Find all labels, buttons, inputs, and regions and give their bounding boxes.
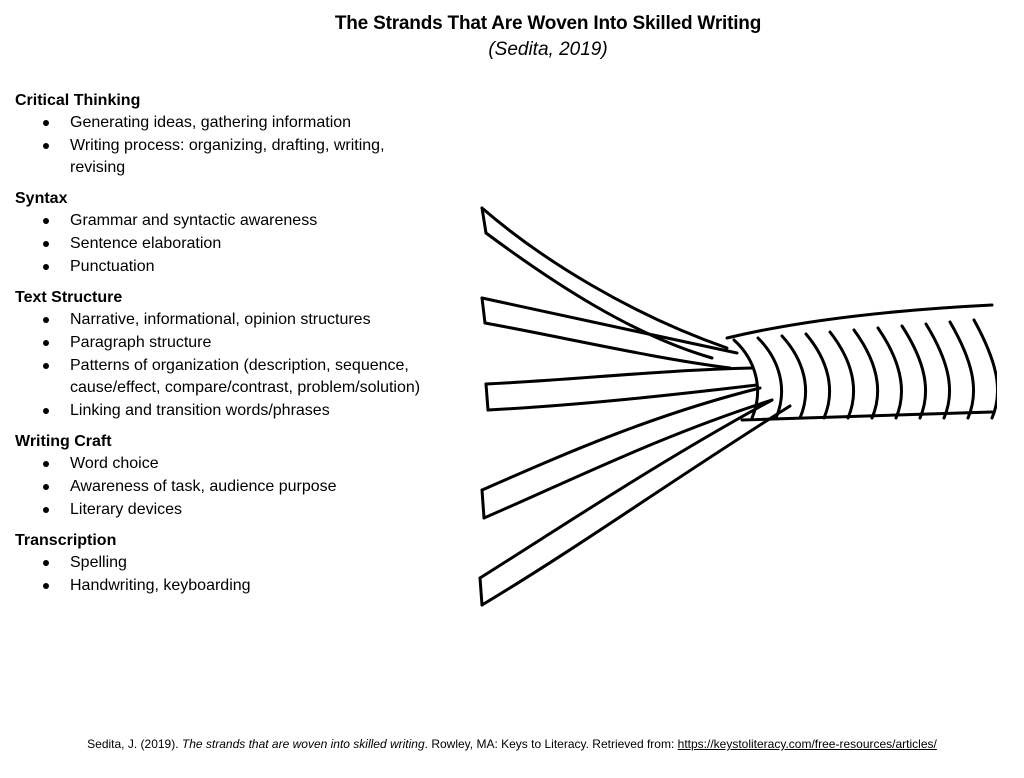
citation-work-title: The strands that are woven into skilled …: [181, 737, 425, 751]
rope-twist-line: [852, 328, 880, 420]
list-item: Punctuation: [15, 256, 435, 278]
list-item: Paragraph structure: [15, 332, 435, 354]
list-item-text: Generating ideas, gathering information: [70, 114, 352, 131]
list-item-text: Spelling: [70, 554, 127, 571]
list-item: Word choice: [15, 453, 435, 475]
rope-twist-line: [828, 330, 856, 420]
rope-strand-3-line: [486, 383, 759, 412]
rope-strand-5-line: [480, 404, 792, 607]
bullet-icon: [43, 583, 49, 589]
rope-twist-line: [924, 322, 951, 420]
list-item: Generating ideas, gathering information: [15, 112, 435, 134]
bullet-icon: [43, 218, 49, 224]
rope-top-edge: [725, 303, 994, 340]
rope-strand-4-line: [482, 398, 774, 520]
bullet-icon: [43, 241, 49, 247]
rope-strand-2-line: [480, 296, 487, 325]
list-item-text: Word choice: [70, 455, 159, 472]
bullet-icon: [43, 363, 49, 369]
list-item-text: Handwriting, keyboarding: [70, 577, 251, 594]
list-item-text: Narrative, informational, opinion struct…: [70, 311, 371, 328]
bullet-icon: [43, 120, 49, 126]
section-heading: Transcription: [15, 532, 117, 549]
list-item-text: Sentence elaboration: [70, 235, 222, 252]
section-heading: Text Structure: [15, 289, 123, 306]
list-item: Awareness of task, audience purpose: [15, 476, 435, 498]
list-item: Spelling: [15, 552, 435, 574]
rope-twist-line: [804, 332, 832, 420]
rope-strand-1-line: [484, 231, 714, 360]
list-item-text: Linking and transition words/phrases: [70, 402, 330, 419]
list-item: Literary devices: [15, 499, 435, 521]
citation-link[interactable]: https://keystoliteracy.com/free-resource…: [677, 737, 937, 751]
list-item-text: Patterns of organization (description, s…: [70, 357, 421, 396]
page-title: The Strands That Are Woven Into Skilled …: [334, 13, 762, 34]
rope-twist-line: [876, 326, 903, 420]
rope-strand-2-line: [483, 321, 732, 370]
rope-strand-5-line: [478, 576, 484, 607]
bullet-list: Narrative, informational, opinion struct…: [15, 309, 435, 422]
list-item: Writing process: organizing, drafting, w…: [15, 135, 435, 179]
rope-strand-1-line: [480, 206, 488, 235]
bullet-icon: [43, 560, 49, 566]
list-item-text: Punctuation: [70, 258, 155, 275]
section-heading: Syntax: [15, 190, 68, 207]
citation-suffix: . Rowley, MA: Keys to Literacy. Retrieve…: [424, 737, 678, 751]
rope-strand-4-line: [480, 386, 762, 492]
rope-illustration: [478, 206, 997, 607]
rope-twist-line: [972, 318, 997, 420]
rope-twist-line: [732, 338, 760, 420]
section-heading: Critical Thinking: [15, 92, 141, 109]
rope-bottom-edge: [740, 410, 994, 422]
rope-twist-line: [756, 336, 784, 420]
bullet-icon: [43, 317, 49, 323]
bullet-icon: [43, 340, 49, 346]
citation-prefix: Sedita, J. (2019).: [87, 737, 182, 751]
rope-strand-4-line: [480, 488, 486, 520]
bullet-icon: [43, 461, 49, 467]
bullet-icon: [43, 408, 49, 414]
list-item: Linking and transition words/phrases: [15, 400, 435, 422]
page-subtitle: (Sedita, 2019): [488, 39, 608, 60]
list-item-text: Literary devices: [70, 501, 183, 518]
rope-strand-5-line: [478, 398, 774, 580]
list-item: Sentence elaboration: [15, 233, 435, 255]
rope-twist-line: [780, 334, 808, 420]
citation: Sedita, J. (2019). The strands that are …: [0, 737, 1024, 751]
bullet-icon: [43, 484, 49, 490]
section-heading: Writing Craft: [15, 433, 112, 450]
rope-strand-2-line: [480, 296, 739, 355]
list-item: Grammar and syntactic awareness: [15, 210, 435, 232]
list-item-text: Grammar and syntactic awareness: [70, 212, 318, 229]
list-item-text: Awareness of task, audience purpose: [70, 478, 337, 495]
rope-twist-line: [900, 324, 927, 420]
list-item-text: Writing process: organizing, drafting, w…: [70, 137, 385, 176]
list-item: Narrative, informational, opinion struct…: [15, 309, 435, 331]
bullet-icon: [43, 264, 49, 270]
rope-strand-3-line: [484, 366, 754, 386]
list-item-text: Paragraph structure: [70, 334, 212, 351]
list-item: Handwriting, keyboarding: [15, 575, 435, 597]
bullet-icon: [43, 507, 49, 513]
list-item: Patterns of organization (description, s…: [15, 355, 435, 399]
bullet-icon: [43, 143, 49, 149]
rope-strand-1-line: [480, 206, 729, 350]
rope-twist-line: [948, 320, 975, 420]
rope-strand-3-line: [484, 382, 490, 412]
